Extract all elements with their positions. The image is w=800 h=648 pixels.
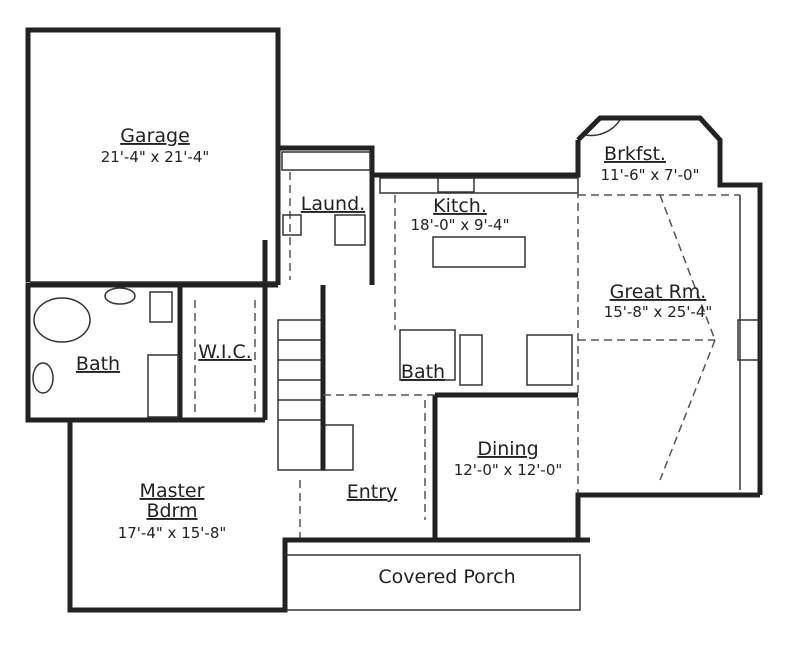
kitchen-label: Kitch. — [433, 195, 487, 217]
kitchen-size: 18'-0" x 9'-4" — [410, 216, 509, 234]
great-room-size: 15'-8" x 25'-4" — [604, 303, 713, 321]
breakfast-bay-walls — [576, 115, 763, 495]
kitchen-walls — [275, 140, 581, 495]
dining-label: Dining — [477, 438, 538, 460]
great-room-label: Great Rm. — [610, 281, 707, 303]
laundry-label: Laund. — [301, 193, 365, 215]
master-bedroom-label-1: Master — [140, 480, 205, 502]
master-bedroom-size: 17'-4" x 15'-8" — [118, 524, 227, 542]
garage-walls — [25, 27, 281, 283]
porch-label: Covered Porch — [378, 566, 515, 588]
stairs — [277, 285, 435, 540]
dining-size: 12'-0" x 12'-0" — [454, 461, 563, 479]
garage-size: 21'-4" x 21'-4" — [101, 148, 210, 166]
entry-label: Entry — [347, 481, 398, 503]
master-suite-walls — [25, 282, 590, 613]
garage-label: Garage — [120, 125, 190, 147]
breakfast-label: Brkfst. — [604, 143, 666, 165]
master-bath-label: Bath — [76, 353, 120, 375]
wic-label: W.I.C. — [198, 341, 252, 363]
master-bedroom-label-2: Bdrm — [146, 500, 197, 522]
half-bath-label: Bath — [401, 361, 445, 383]
porch — [285, 554, 581, 611]
dining-walls — [399, 329, 760, 543]
breakfast-size: 11'-6" x 7'-0" — [600, 166, 699, 184]
